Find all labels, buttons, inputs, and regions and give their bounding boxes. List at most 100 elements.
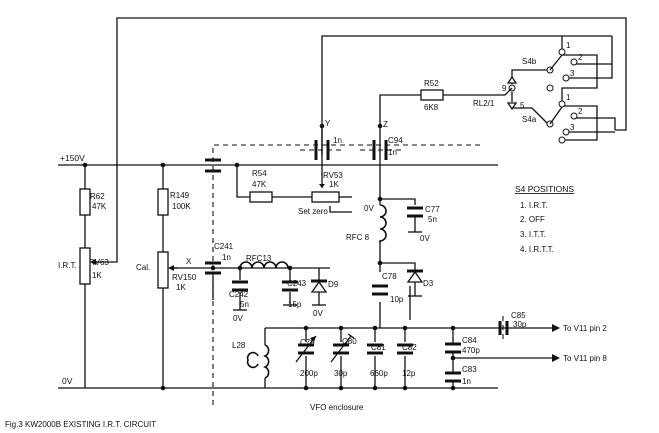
s4a-pin2: 2 [578, 107, 583, 116]
c94-value: 1n [388, 148, 397, 157]
rl2-relay-contact [504, 75, 518, 111]
c82-capacitor [397, 343, 413, 355]
s4-position-2: 2. OFF [520, 215, 545, 224]
c241-capacitor [205, 261, 221, 275]
set-zero-label: Set zero [298, 207, 328, 216]
c77-ref: C77 [425, 205, 440, 214]
d3-ref: D3 [423, 279, 434, 288]
c79-variable-capacitor [295, 335, 317, 363]
r149-ref: R149 [170, 191, 190, 200]
d9-varactor-diode [310, 279, 328, 306]
c242-ref: C242 [229, 290, 249, 299]
pin-5-label: 5 [520, 101, 525, 110]
c85-ref: C85 [511, 311, 526, 320]
c79-value: 200p [300, 369, 318, 378]
wires [58, 17, 627, 389]
r62-value: 47K [92, 202, 107, 211]
c84-value: 470p [462, 346, 480, 355]
rfc8-ref: RFC 8 [346, 233, 370, 242]
d9-ov-label: 0V [313, 309, 323, 318]
rv63-value: 1K [92, 271, 102, 280]
c81-value: 660p [370, 369, 388, 378]
output-pin2-label: To V11 pin 2 [563, 324, 607, 333]
c241-value: 1n [222, 253, 231, 262]
l28-ref: L28 [232, 341, 246, 350]
s4b-pin2: 2 [578, 53, 583, 62]
r52-value: 6K8 [424, 103, 439, 112]
node-x-label: X [186, 257, 192, 266]
l28-coil [246, 344, 270, 379]
rv53-value: 1K [329, 180, 339, 189]
zero-volt-label: 0V [62, 376, 73, 386]
c83-capacitor [445, 371, 461, 383]
r62-resistor [79, 188, 91, 216]
s4-position-3: 3. I.T.T. [520, 230, 546, 239]
c242-capacitor [232, 280, 248, 311]
r54-ref: R54 [252, 169, 267, 178]
rv150-ref: RV150 [172, 273, 197, 282]
c80-ref: C80 [342, 337, 357, 346]
c94-feedthrough-capacitor [360, 126, 402, 176]
rfc13-ref: RFC13 [246, 254, 272, 263]
c82-ref: C82 [402, 343, 417, 352]
plus-150v-label: +150V [60, 153, 85, 163]
c83-ref: C83 [462, 365, 477, 374]
s4-position-4: 4. I.R.T.T. [520, 245, 554, 254]
c77-ov-label: 0V [420, 234, 430, 243]
c241-ref: C241 [214, 242, 234, 251]
c77-value: 5n [428, 215, 437, 224]
rv53-potentiometer [311, 184, 340, 203]
c79-ref: C79 [300, 338, 315, 347]
c243-ref: C243 [287, 279, 307, 288]
c77-capacitor [407, 206, 423, 233]
s4b-ref: S4b [522, 57, 537, 66]
rfc13-choke [239, 261, 290, 269]
c243-value: 15p [288, 300, 302, 309]
c78-capacitor [372, 284, 388, 296]
y-cap-value: 1n [333, 136, 342, 145]
cal-label: Cal. [136, 263, 150, 272]
c81-ref: C81 [371, 343, 386, 352]
c80-trimmer-capacitor [330, 333, 355, 363]
pin-9-label: 9 [502, 84, 507, 93]
c82-value: 12p [402, 369, 416, 378]
c78-ref: C78 [382, 272, 397, 281]
r149-value: 100K [172, 202, 191, 211]
s4b-pin3: 3 [570, 69, 575, 78]
c85-value: 30p [513, 320, 527, 329]
rfc8-choke [379, 204, 387, 243]
figure-caption: Fig.3 KW2000B EXISTING I.R.T. CIRCUIT [5, 420, 156, 429]
c85-capacitor [498, 316, 509, 340]
s4a-pin3: 3 [570, 123, 575, 132]
rv63-potentiometer [79, 247, 108, 285]
rv63-ref: RV63 [89, 258, 109, 267]
s4b-pin1: 1 [566, 41, 571, 50]
rv150-potentiometer [157, 251, 178, 289]
r52-ref: R52 [424, 79, 439, 88]
vfo-enclosure-label: VFO enclosure [310, 403, 364, 412]
supply-feedthrough-capacitor [205, 158, 221, 173]
d9-ref: D9 [328, 280, 339, 289]
s4b-switch [546, 48, 578, 82]
s4-position-1: 1. I.R.T. [520, 201, 548, 210]
rv53-ref: RV53 [323, 171, 343, 180]
ov-node-label: 0V [364, 204, 374, 213]
rl2-ref: RL2/1 [473, 99, 495, 108]
y-feedthrough-capacitor [300, 126, 344, 176]
s4a-pin1: 1 [566, 93, 571, 102]
output-pin8-label: To V11 pin 8 [563, 354, 607, 363]
r149-resistor [157, 188, 169, 216]
c242-value: 5n [240, 300, 249, 309]
c84-ref: C84 [462, 336, 477, 345]
s4-positions-title: S4 POSITIONS [515, 184, 574, 194]
c242-ov-label: 0V [233, 314, 243, 323]
r54-value: 47K [252, 180, 267, 189]
node-y-label: Y [325, 119, 331, 128]
c84-capacitor [445, 342, 461, 354]
junction-dots [82, 123, 456, 391]
c243-capacitor [282, 280, 298, 306]
node-z-label: Z [383, 120, 388, 129]
s4a-ref: S4a [522, 115, 537, 124]
r62-ref: R62 [90, 192, 105, 201]
